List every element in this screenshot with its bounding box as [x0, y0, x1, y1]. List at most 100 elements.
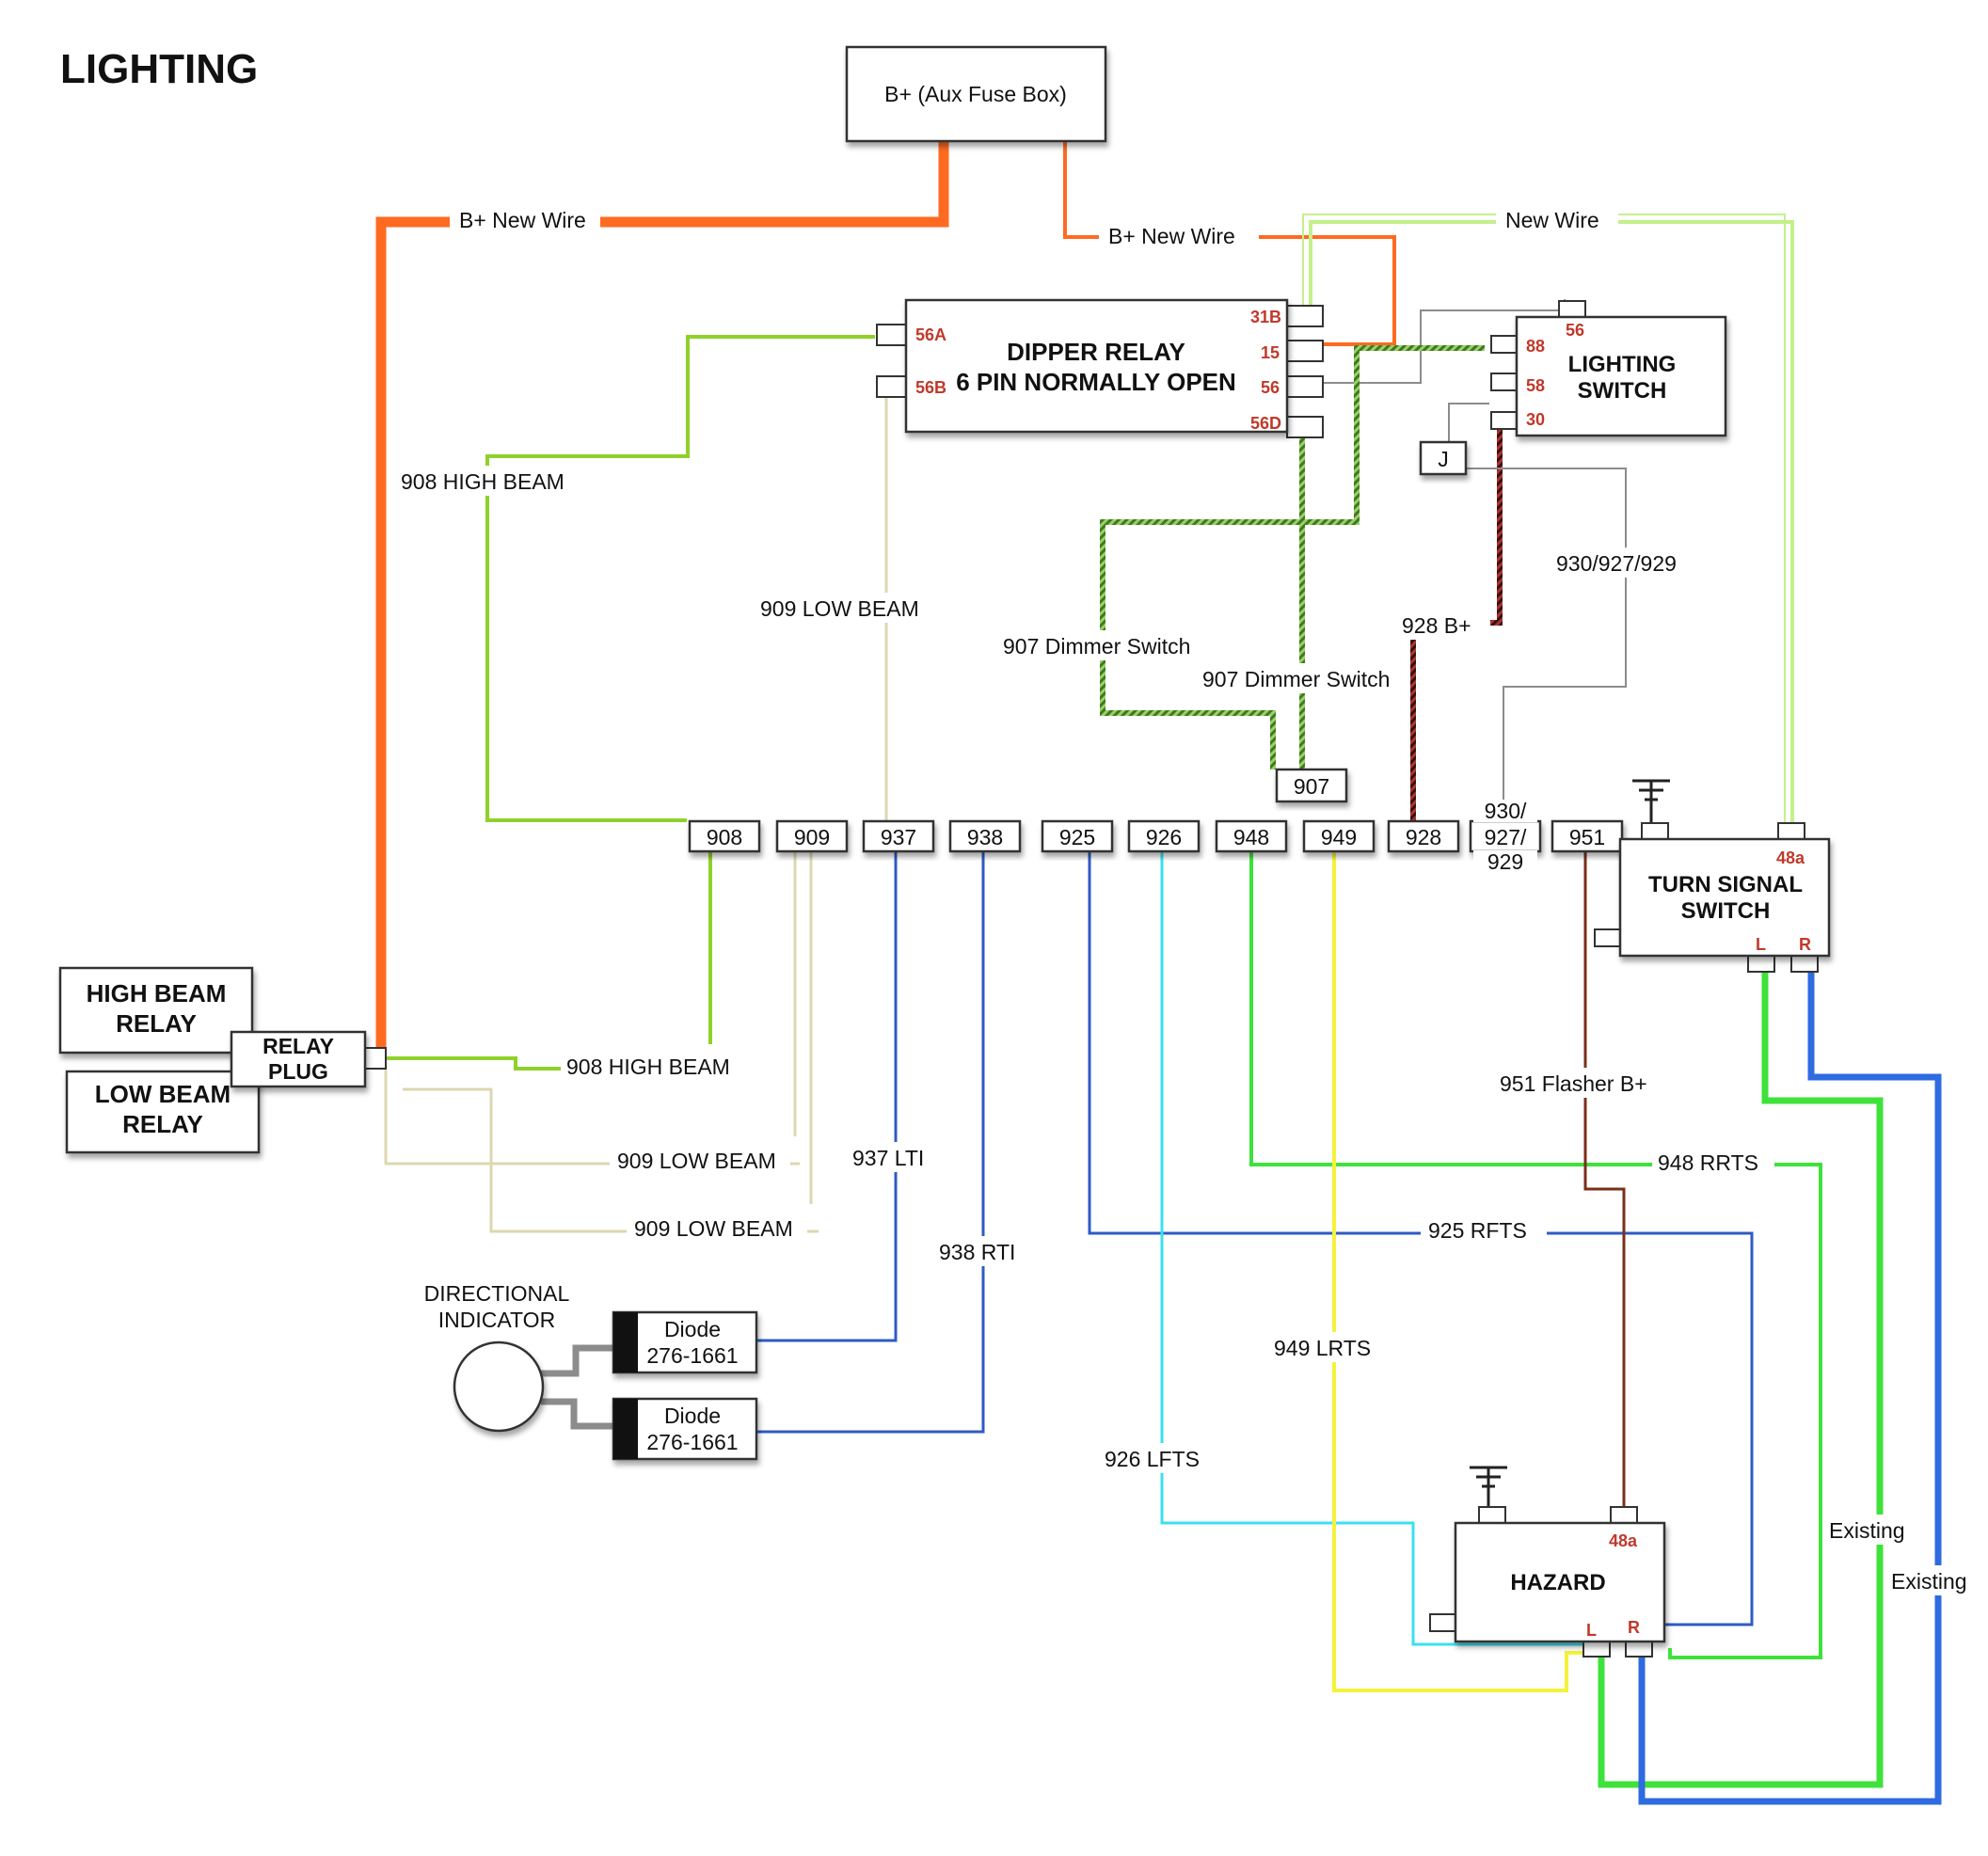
connector-907-label: 907	[1294, 774, 1329, 799]
label-928-b-plus: 928 B+	[1402, 613, 1471, 638]
svg-text:909: 909	[794, 825, 830, 849]
dipper-pin-56b: 56B	[915, 378, 946, 397]
label-907-dimmer-b: 907 Dimmer Switch	[1202, 667, 1390, 691]
label-b-plus-new-wire-1: B+ New Wire	[459, 208, 586, 232]
label-908-high-beam-bottom: 908 HIGH BEAM	[566, 1055, 730, 1079]
hazard-switch: HAZARD 48a L R	[1429, 1466, 1666, 1658]
diode-1-line1: Diode	[664, 1317, 721, 1341]
label-948-rrts: 948 RRTS	[1658, 1150, 1758, 1175]
terminal-951: 951	[1551, 819, 1624, 853]
dipper-pin-56: 56	[1261, 378, 1280, 397]
diode-2: Diode 276-1661	[612, 1397, 758, 1461]
junction-label: J	[1438, 447, 1449, 471]
terminal-937: 937	[862, 819, 935, 853]
dipper-relay-subtitle: 6 PIN NORMALLY OPEN	[956, 368, 1236, 396]
label-951-flasher: 951 Flasher B+	[1500, 1071, 1647, 1096]
directional-indicator-line1: DIRECTIONAL	[424, 1281, 570, 1306]
svg-text:925: 925	[1059, 825, 1095, 849]
diode-1-line2: 276-1661	[646, 1343, 738, 1368]
low-beam-relay-line2: RELAY	[122, 1110, 203, 1138]
wire-labels: B+ New Wire B+ New Wire New Wire 908 HIG…	[393, 204, 1981, 1595]
turn-signal-pin-48a: 48a	[1776, 849, 1805, 867]
wire-indicator-diode1	[541, 1344, 621, 1377]
relay-plug-line1: RELAY	[262, 1034, 334, 1058]
ground-icon	[1470, 1466, 1507, 1510]
wire-930-927-929	[1448, 403, 1627, 821]
wire-925-rfts	[1088, 844, 1754, 1626]
ground-icon	[1632, 779, 1670, 825]
connector-907: 907	[1275, 768, 1348, 803]
terminal-926: 926	[1127, 819, 1201, 853]
high-beam-relay: HIGH BEAM RELAY	[58, 966, 254, 1055]
wire-907-dimmer-a	[1100, 345, 1485, 769]
wire-937-lti	[757, 844, 898, 1342]
diode-band-icon	[613, 1312, 638, 1372]
high-beam-relay-line1: HIGH BEAM	[87, 979, 227, 1007]
svg-text:937: 937	[881, 825, 916, 849]
wire-indicator-diode2	[541, 1398, 621, 1430]
label-existing-1: Existing	[1829, 1518, 1905, 1543]
label-907-dimmer-a: 907 Dimmer Switch	[1003, 634, 1190, 658]
label-908-high-beam-top: 908 HIGH BEAM	[401, 469, 565, 494]
lighting-switch-subtitle: SWITCH	[1578, 378, 1667, 404]
terminal-948: 948	[1215, 819, 1288, 853]
dipper-relay: DIPPER RELAY 6 PIN NORMALLY OPEN 56A 56B…	[876, 298, 1324, 438]
svg-text:928: 928	[1406, 825, 1441, 849]
label-937-lti: 937 LTI	[852, 1146, 924, 1170]
high-beam-relay-line2: RELAY	[116, 1009, 197, 1038]
label-925-rfts: 925 RFTS	[1428, 1218, 1527, 1243]
relay-plug: RELAY PLUG	[230, 1030, 387, 1088]
diode-2-line1: Diode	[664, 1404, 721, 1428]
label-949-lrts: 949 LRTS	[1274, 1336, 1371, 1360]
directional-indicator-line2: INDICATOR	[438, 1308, 555, 1332]
wire-951-flasher	[1583, 844, 1626, 1508]
directional-indicator: DIRECTIONAL INDICATOR	[424, 1281, 570, 1433]
turn-signal-switch: TURN SIGNAL SWITCH 48a L R	[1594, 779, 1831, 973]
svg-text:951: 951	[1569, 825, 1605, 849]
dipper-pin-56d: 56D	[1250, 414, 1281, 433]
terminal-930-line1: 930/	[1485, 799, 1527, 823]
lighting-pin-58: 58	[1526, 376, 1545, 395]
terminal-938: 938	[948, 819, 1022, 853]
svg-text:938: 938	[967, 825, 1003, 849]
terminal-strip: 908 909 937 938 925 926 948 949 928 930/…	[688, 799, 1624, 874]
label-new-wire: New Wire	[1505, 208, 1599, 232]
wire-existing-green	[1598, 972, 1884, 1788]
wire-new-pale-green	[1309, 220, 1794, 828]
hazard-title: HAZARD	[1510, 1570, 1605, 1595]
diode-1: Diode 276-1661	[612, 1310, 758, 1374]
fuse-box: B+ (Aux Fuse Box)	[845, 45, 1107, 143]
label-926-lfts: 926 LFTS	[1105, 1447, 1200, 1471]
label-938-rti: 938 RTI	[939, 1240, 1015, 1264]
turn-signal-pin-r: R	[1799, 935, 1811, 954]
label-909-low-beam-b: 909 LOW BEAM	[634, 1216, 793, 1241]
lighting-switch-title: LIGHTING	[1568, 352, 1677, 377]
turn-signal-pin-l: L	[1756, 935, 1766, 954]
svg-text:908: 908	[707, 825, 742, 849]
lighting-pin-56: 56	[1566, 321, 1584, 340]
wire-948-rrts	[1249, 844, 1822, 1659]
wire-908-top	[485, 335, 875, 822]
wire-b-plus-dipper	[1063, 141, 1396, 346]
diagram-title: LIGHTING	[60, 46, 258, 92]
hazard-pin-48a: 48a	[1609, 1531, 1638, 1550]
terminal-930-line2: 927/	[1485, 825, 1527, 849]
indicator-lamp-icon	[453, 1340, 545, 1433]
hazard-pin-l: L	[1586, 1621, 1597, 1640]
svg-text:949: 949	[1321, 825, 1357, 849]
terminal-930-line3: 929	[1487, 849, 1523, 874]
dipper-pin-56a: 56A	[915, 325, 946, 344]
junction-j: J	[1419, 440, 1468, 476]
terminal-930-927-929: 930/ 927/ 929	[1469, 799, 1542, 874]
low-beam-relay: LOW BEAM RELAY	[65, 1070, 261, 1154]
lighting-pin-88: 88	[1526, 337, 1545, 356]
wire-938-rti	[757, 844, 985, 1434]
lighting-switch: LIGHTING SWITCH 56 88 58 30	[1490, 300, 1727, 437]
wire-existing-blue	[1638, 972, 1942, 1805]
dipper-pin-31b: 31B	[1250, 308, 1281, 326]
low-beam-relay-line1: LOW BEAM	[95, 1080, 231, 1108]
dipper-pin-15: 15	[1261, 343, 1280, 362]
wire-949-lrts	[1332, 844, 1590, 1692]
wires	[375, 138, 1942, 1805]
